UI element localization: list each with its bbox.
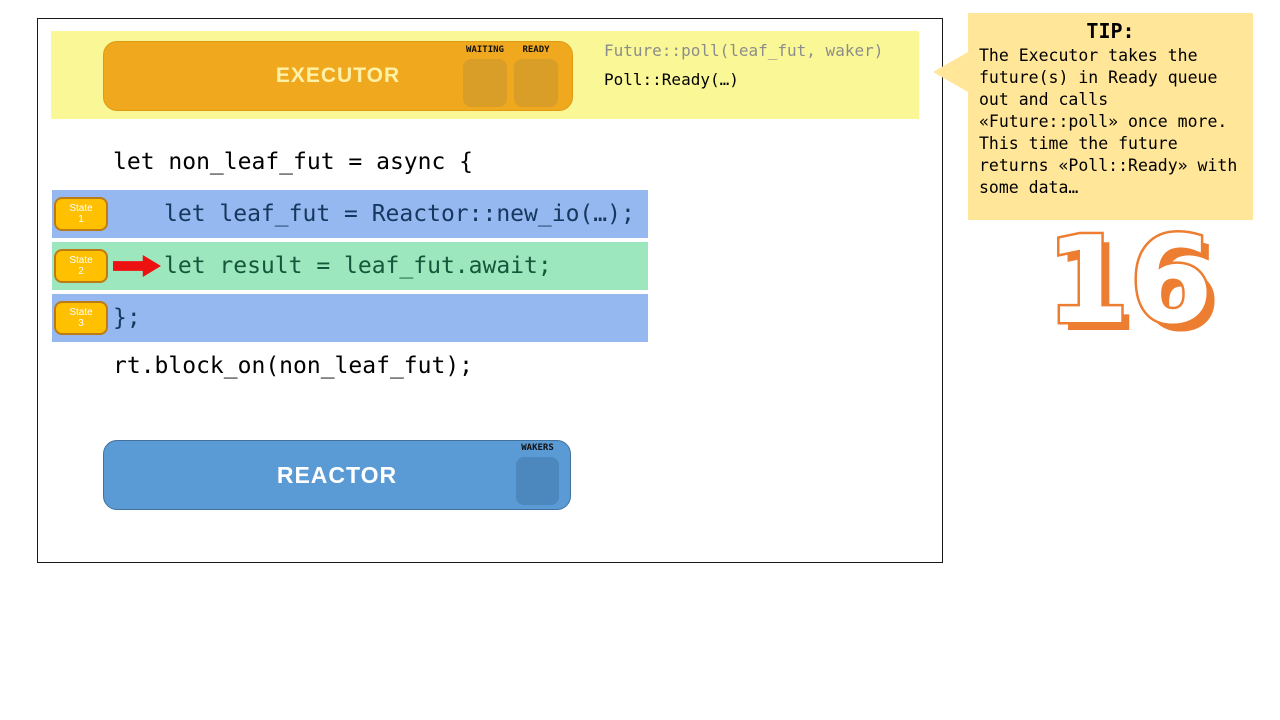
tip-callout-pointer: [933, 52, 968, 92]
page-number: 16 16: [1040, 210, 1260, 360]
reactor-label: REACTOR: [276, 461, 398, 488]
state3-badge-number: 3: [78, 318, 84, 329]
state3-badge-word: State: [69, 307, 93, 318]
wakers-queue-slot: [516, 457, 559, 505]
executor-box: EXECUTOR WAITING READY: [103, 41, 573, 111]
executor-label: EXECUTOR: [275, 64, 401, 87]
slide-frame: EXECUTOR WAITING READY Future::poll(leaf…: [37, 18, 943, 563]
ready-queue-slot: [514, 59, 558, 107]
tip-title: TIP:: [1086, 19, 1135, 43]
wakers-queue-label: WAKERS: [521, 443, 554, 453]
page-number-shadow: 16: [1054, 226, 1221, 356]
state1-badge-number: 1: [78, 214, 84, 225]
tip-callout: TIP: The Executor takes the future(s) in…: [968, 13, 1253, 220]
code-open-line: let non_leaf_fut = async {: [113, 149, 474, 175]
state2-code: let result = leaf_fut.await;: [164, 253, 552, 279]
current-line-arrow-icon: [113, 255, 161, 277]
poll-ready-result-text: Poll::Ready(…): [604, 70, 739, 89]
tip-body-text: The Executor takes the future(s) in Read…: [979, 46, 1238, 197]
state2-badge-number: 2: [78, 266, 84, 277]
executor-call-lines: Future::poll(leaf_fut, waker) Poll::Read…: [604, 36, 883, 94]
page-number-graphic: 16 16: [1044, 210, 1222, 360]
page-number-text: 16: [1046, 226, 1213, 351]
state1-badge: State 1: [54, 197, 108, 231]
reactor-box: REACTOR WAKERS: [103, 440, 571, 510]
state3-row: State 3 };: [52, 294, 648, 342]
state1-row: State 1 let leaf_fut = Reactor::new_io(……: [52, 190, 648, 238]
future-poll-call-text: Future::poll(leaf_fut, waker): [604, 41, 884, 60]
executor-banner: EXECUTOR WAITING READY Future::poll(leaf…: [51, 31, 919, 119]
waiting-queue-label: WAITING: [466, 45, 504, 55]
state3-badge: State 3: [54, 301, 108, 335]
state2-badge: State 2: [54, 249, 108, 283]
code-block-on-line: rt.block_on(non_leaf_fut);: [113, 353, 474, 379]
state1-badge-word: State: [69, 203, 93, 214]
state3-code: };: [113, 305, 141, 331]
ready-queue-label: READY: [522, 45, 550, 55]
state1-code: let leaf_fut = Reactor::new_io(…);: [164, 201, 635, 227]
state2-badge-word: State: [69, 255, 93, 266]
state2-row: State 2 let result = leaf_fut.await;: [52, 242, 648, 290]
waiting-queue-slot: [463, 59, 507, 107]
